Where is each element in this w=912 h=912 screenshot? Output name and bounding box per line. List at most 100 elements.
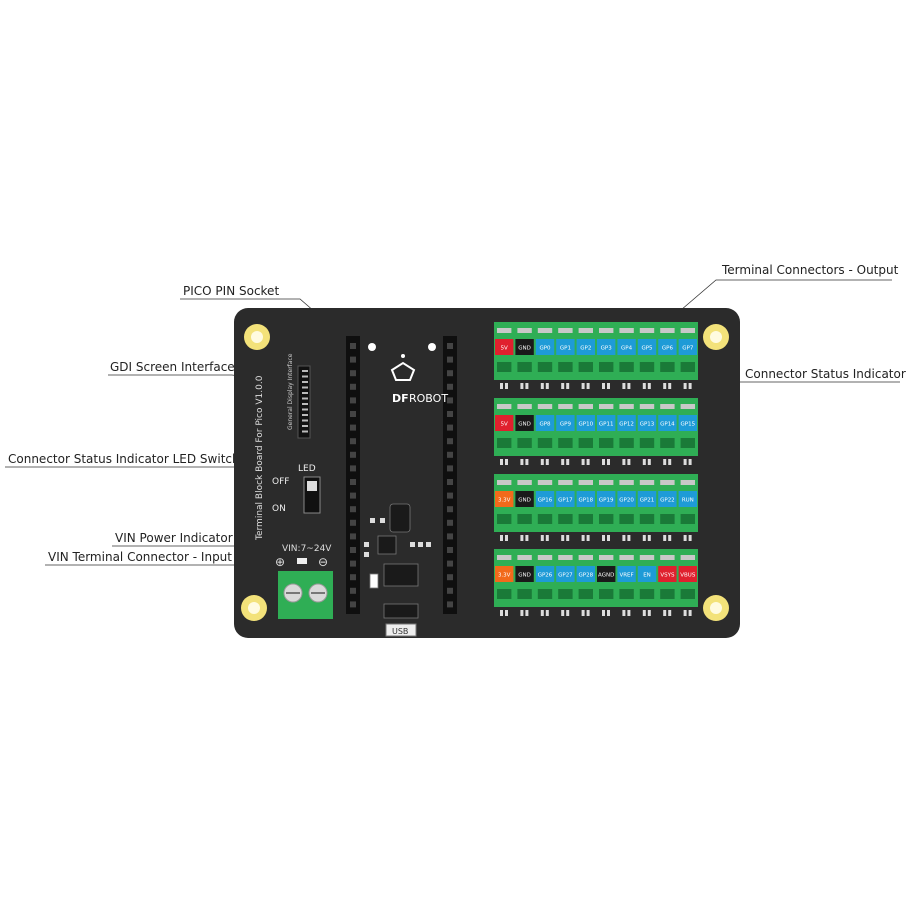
status-led xyxy=(520,459,524,465)
callout-vin-power-indicator: VIN Power Indicator xyxy=(115,531,233,545)
pin-label: GP11 xyxy=(599,422,614,428)
status-led xyxy=(540,383,544,389)
dfrobot-logo: DF ROBOT xyxy=(390,354,448,405)
pin-label-bg xyxy=(617,415,636,431)
pin-label-bg xyxy=(678,339,697,355)
pin-label-bg xyxy=(617,566,636,582)
pin-label-bg xyxy=(658,339,677,355)
status-led xyxy=(500,535,503,541)
pin-label: GP22 xyxy=(660,498,675,504)
status-led xyxy=(622,383,626,389)
pin-label-bg xyxy=(597,566,616,582)
status-led xyxy=(663,535,667,541)
status-led xyxy=(520,535,524,541)
status-led xyxy=(602,459,605,465)
vin-plus: ⊕ xyxy=(275,555,285,569)
logo-df: DF xyxy=(392,392,409,405)
pin-label-bg xyxy=(658,491,677,507)
status-led xyxy=(520,610,524,616)
pin-label: GP6 xyxy=(662,346,674,352)
gdi-label: General Display Interface xyxy=(287,353,294,430)
status-led xyxy=(683,459,687,465)
pin-label: GP8 xyxy=(539,422,551,428)
logo-robot: ROBOT xyxy=(409,392,448,405)
pin-label: GP2 xyxy=(580,346,591,352)
vin-power-led xyxy=(297,558,307,564)
pin-label: VBUS xyxy=(680,573,696,579)
pin-label: GP10 xyxy=(579,422,594,428)
pin-label: AGND xyxy=(598,573,614,579)
status-led xyxy=(561,459,565,465)
pin-label-bg xyxy=(495,415,514,431)
socket-pins xyxy=(350,343,453,608)
pin-label-bg xyxy=(556,491,575,507)
pin-label: GP9 xyxy=(560,422,572,428)
status-led xyxy=(663,383,667,389)
status-led xyxy=(602,610,605,616)
status-led xyxy=(622,459,626,465)
status-led xyxy=(642,383,646,389)
pin-label: GP1 xyxy=(560,346,571,352)
pin-label: 5V xyxy=(501,422,508,428)
pico-socket-left xyxy=(346,336,360,614)
pin-label: EN xyxy=(643,573,651,579)
pin-label: 3.3V xyxy=(498,573,511,579)
pico-socket-right xyxy=(443,336,457,614)
pin-label-bg xyxy=(556,415,575,431)
usb-label: USB xyxy=(392,627,408,636)
pin-label-bg xyxy=(597,415,616,431)
pin-label: VSYS xyxy=(660,573,675,579)
electronic-components xyxy=(369,503,419,619)
status-led xyxy=(540,610,544,616)
pin-label: GP5 xyxy=(641,346,653,352)
status-led xyxy=(561,535,565,541)
pin-label: GND xyxy=(518,498,531,504)
pin-label: GP3 xyxy=(601,346,613,352)
pin-label: GP15 xyxy=(681,422,696,428)
usb-connector xyxy=(385,623,417,637)
pin-label: GP26 xyxy=(538,573,553,579)
pin-label-bg xyxy=(515,566,534,582)
pin-label-bg xyxy=(637,415,657,431)
pin-label: GP20 xyxy=(619,498,634,504)
pin-label: GP14 xyxy=(660,422,675,428)
status-led xyxy=(540,535,544,541)
pin-label: GP18 xyxy=(579,498,594,504)
status-led xyxy=(561,383,565,389)
pin-label-bg xyxy=(617,339,636,355)
pin-label: GP19 xyxy=(599,498,614,504)
callout-vin-terminal: VIN Terminal Connector - Input xyxy=(48,550,232,564)
status-led xyxy=(540,459,544,465)
status-led xyxy=(663,459,667,465)
pin-label-bg xyxy=(597,491,616,507)
status-led xyxy=(500,459,503,465)
pin-label: GP21 xyxy=(640,498,655,504)
pin-label-bg xyxy=(678,566,697,582)
status-led xyxy=(500,610,503,616)
status-led xyxy=(602,535,605,541)
callout-gdi-interface: GDI Screen Interface xyxy=(110,360,235,374)
pin-label: GP12 xyxy=(619,422,634,428)
pin-label: VREF xyxy=(619,573,633,579)
pin-label-bg xyxy=(495,566,514,582)
on-label: ON xyxy=(272,504,286,514)
pin-label-bg xyxy=(678,491,697,507)
callout-terminal-output: Terminal Connectors - Output xyxy=(722,263,899,277)
pin-label: GP28 xyxy=(579,573,594,579)
pin-label-bg xyxy=(535,339,555,355)
pin-label-bg xyxy=(658,415,677,431)
callout-status-indicator: Connector Status Indicator xyxy=(745,367,906,381)
status-led xyxy=(683,610,687,616)
pin-label: GP4 xyxy=(621,346,633,352)
status-led xyxy=(520,383,524,389)
status-led xyxy=(622,610,626,616)
pin-label-bg xyxy=(576,415,595,431)
pin-label: GP16 xyxy=(538,498,553,504)
status-led xyxy=(581,459,585,465)
pin-label: GP7 xyxy=(682,346,694,352)
callout-led-switch: Connector Status Indicator LED Switch xyxy=(8,452,240,466)
pin-label-bg xyxy=(637,491,657,507)
